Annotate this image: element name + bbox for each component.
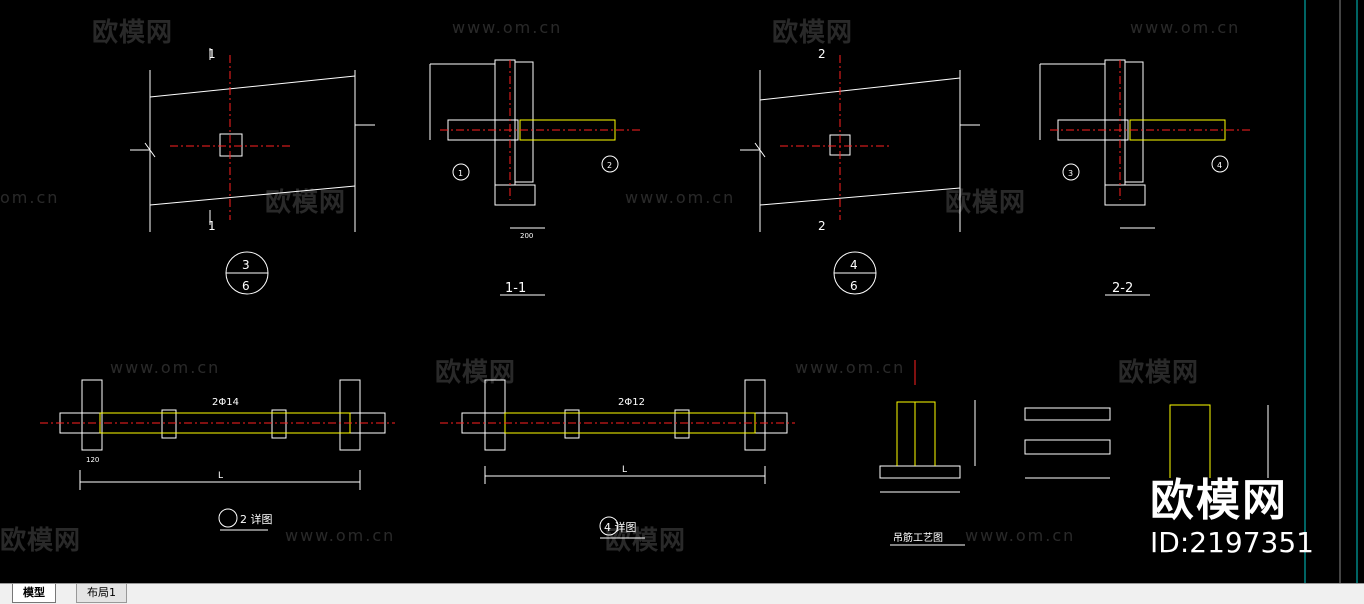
callout-4: 4 [1217, 161, 1222, 170]
tab-layout1[interactable]: 布局1 [76, 584, 127, 603]
dim-length-l-1: L [218, 471, 223, 481]
lifting-bar-title: 吊筋工艺图 [893, 531, 943, 544]
dim-120: 120 [86, 456, 99, 464]
brand-overlay-name: 欧模网 [1150, 475, 1288, 526]
cad-drawing-svg: 1 1 2 2 3 6 4 6 1-1 2-2 1 2 3 4 2Φ14 2Φ1… [40, 0, 1358, 583]
dim-length-l-2: L [622, 465, 627, 475]
callout-3: 3 [1068, 169, 1073, 178]
section-label-1-1: 1-1 [505, 281, 526, 296]
watermark-brand-7: 欧模网 [0, 526, 82, 556]
lifting-bar-drawing [879, 400, 1269, 546]
watermark-site-6: www.om.cn [795, 358, 906, 377]
watermark-brand-3: 欧模网 [265, 188, 347, 218]
cad-drawing-canvas[interactable]: 1 1 2 2 3 6 4 6 1-1 2-2 1 2 3 4 2Φ14 2Φ1… [0, 0, 1364, 583]
detail-circle-4-top: 4 [850, 258, 858, 272]
cut-mark-1-bottom: 1 [208, 219, 216, 233]
watermark-brand-4: 欧模网 [945, 188, 1027, 218]
cut-mark-2-top: 2 [818, 47, 826, 61]
section-label-2-2: 2-2 [1112, 281, 1133, 296]
brand-overlay-id: ID:2197351 [1150, 526, 1314, 559]
watermark-site-5: www.om.cn [110, 358, 221, 377]
callout-2: 2 [607, 161, 612, 170]
watermark-site-1: www.om.cn [452, 18, 563, 37]
cut-mark-1-top: 1 [208, 47, 216, 61]
watermark-brand-2: 欧模网 [772, 18, 854, 48]
layout-tab-bar: 模型 布局1 [0, 583, 1364, 604]
detail-2-title: 2 详图 [240, 512, 273, 526]
detail-circle-3-bottom: 6 [242, 279, 250, 293]
dim-2phi12: 2Φ12 [618, 397, 645, 408]
watermark-brand-6: 欧模网 [1118, 358, 1200, 388]
detail-circle-3-top: 3 [242, 258, 250, 272]
dim-200: 200 [520, 232, 533, 240]
watermark-site-3: om.cn [0, 188, 60, 207]
section-1-1 [429, 59, 619, 296]
beam-plan-view-1 [130, 48, 375, 295]
watermark-site-2: www.om.cn [1130, 18, 1241, 37]
section-2-2 [1039, 59, 1229, 296]
detail-4-title: 4 详图 [604, 520, 637, 534]
watermark-brand-8: 欧模网 [605, 526, 687, 556]
detail-circle-4-bottom: 6 [850, 279, 858, 293]
dim-2phi14: 2Φ14 [212, 397, 239, 408]
cut-mark-2-bottom: 2 [818, 219, 826, 233]
watermark-brand-1: 欧模网 [92, 18, 174, 48]
watermark-site-4: www.om.cn [625, 188, 736, 207]
watermark-brand-5: 欧模网 [435, 358, 517, 388]
watermark-site-8: www.om.cn [965, 526, 1076, 545]
callout-1: 1 [458, 169, 463, 178]
tab-model[interactable]: 模型 [12, 584, 56, 603]
watermark-site-7: www.om.cn [285, 526, 396, 545]
beam-plan-view-2 [740, 70, 980, 295]
